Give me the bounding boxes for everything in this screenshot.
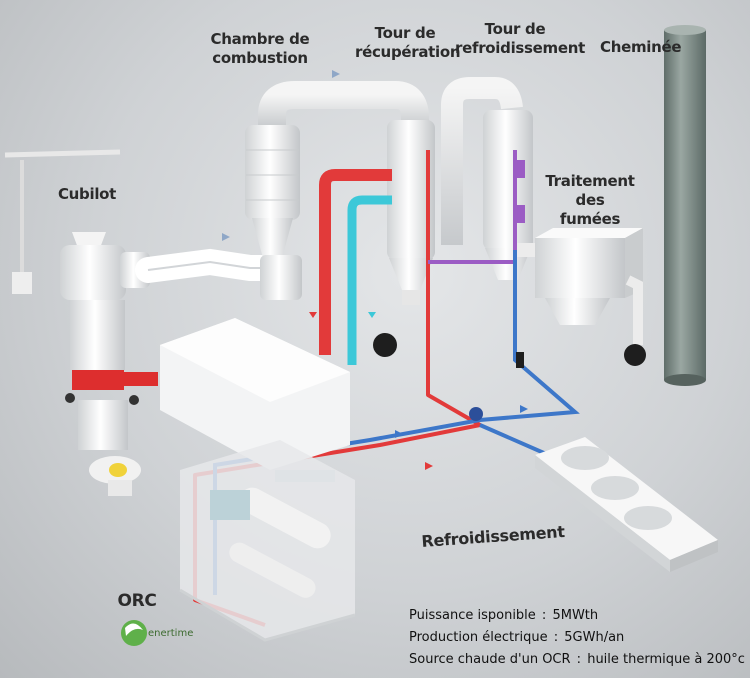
label-chimney: Cheminée <box>600 38 682 56</box>
spec-label: Production électrique <box>409 630 548 645</box>
label-cooling-tower: Tour de refroidissement <box>455 20 586 58</box>
orc-unit <box>160 318 356 642</box>
spec-value: 5MWth <box>552 608 599 623</box>
recovery-tower <box>387 120 435 305</box>
combustion-chamber <box>245 81 429 300</box>
cooling-tower <box>441 77 533 280</box>
label-fume-treatment: Traitement des fumées <box>545 172 635 229</box>
spec-value: 5GWh/an <box>564 630 625 645</box>
spec-line: Source chaude d'un OCR : huile thermique… <box>409 652 745 667</box>
label-orc: ORC <box>117 591 157 611</box>
label-line: combustion <box>212 49 308 67</box>
label-line: Chambre de <box>210 30 310 48</box>
fume-treatment-unit <box>515 228 646 366</box>
logo-text: enertime <box>148 628 194 639</box>
enertime-logo-icon <box>121 620 147 646</box>
label-cubilot: Cubilot <box>57 185 117 203</box>
spec-value: huile thermique à 200°c <box>587 652 745 667</box>
radiator-unit <box>535 437 718 572</box>
cyan-pipes <box>347 195 397 365</box>
cubilot-furnace <box>4 149 158 496</box>
spec-separator: : <box>549 630 563 645</box>
chimney <box>664 25 706 386</box>
spec-separator: : <box>537 608 551 623</box>
flow-arrows <box>222 70 528 470</box>
spec-label: Puissance isponible <box>409 608 536 623</box>
label-line: Tour de <box>374 24 436 42</box>
spec-separator: : <box>572 652 586 667</box>
label-line: refroidissement <box>455 39 586 57</box>
label-line: récupération <box>355 43 461 61</box>
label-combustion-chamber: Chambre de combustion <box>205 30 315 68</box>
spec-label: Source chaude d'un OCR <box>409 652 571 667</box>
label-line: Traitement <box>545 172 635 190</box>
spec-line: Production électrique : 5GWh/an <box>409 630 624 645</box>
label-line: Tour de <box>484 20 546 38</box>
spec-line: Puissance isponible : 5MWth <box>409 608 598 623</box>
label-line: des fumées <box>559 191 621 228</box>
label-recovery-tower: Tour de récupération <box>355 24 461 62</box>
